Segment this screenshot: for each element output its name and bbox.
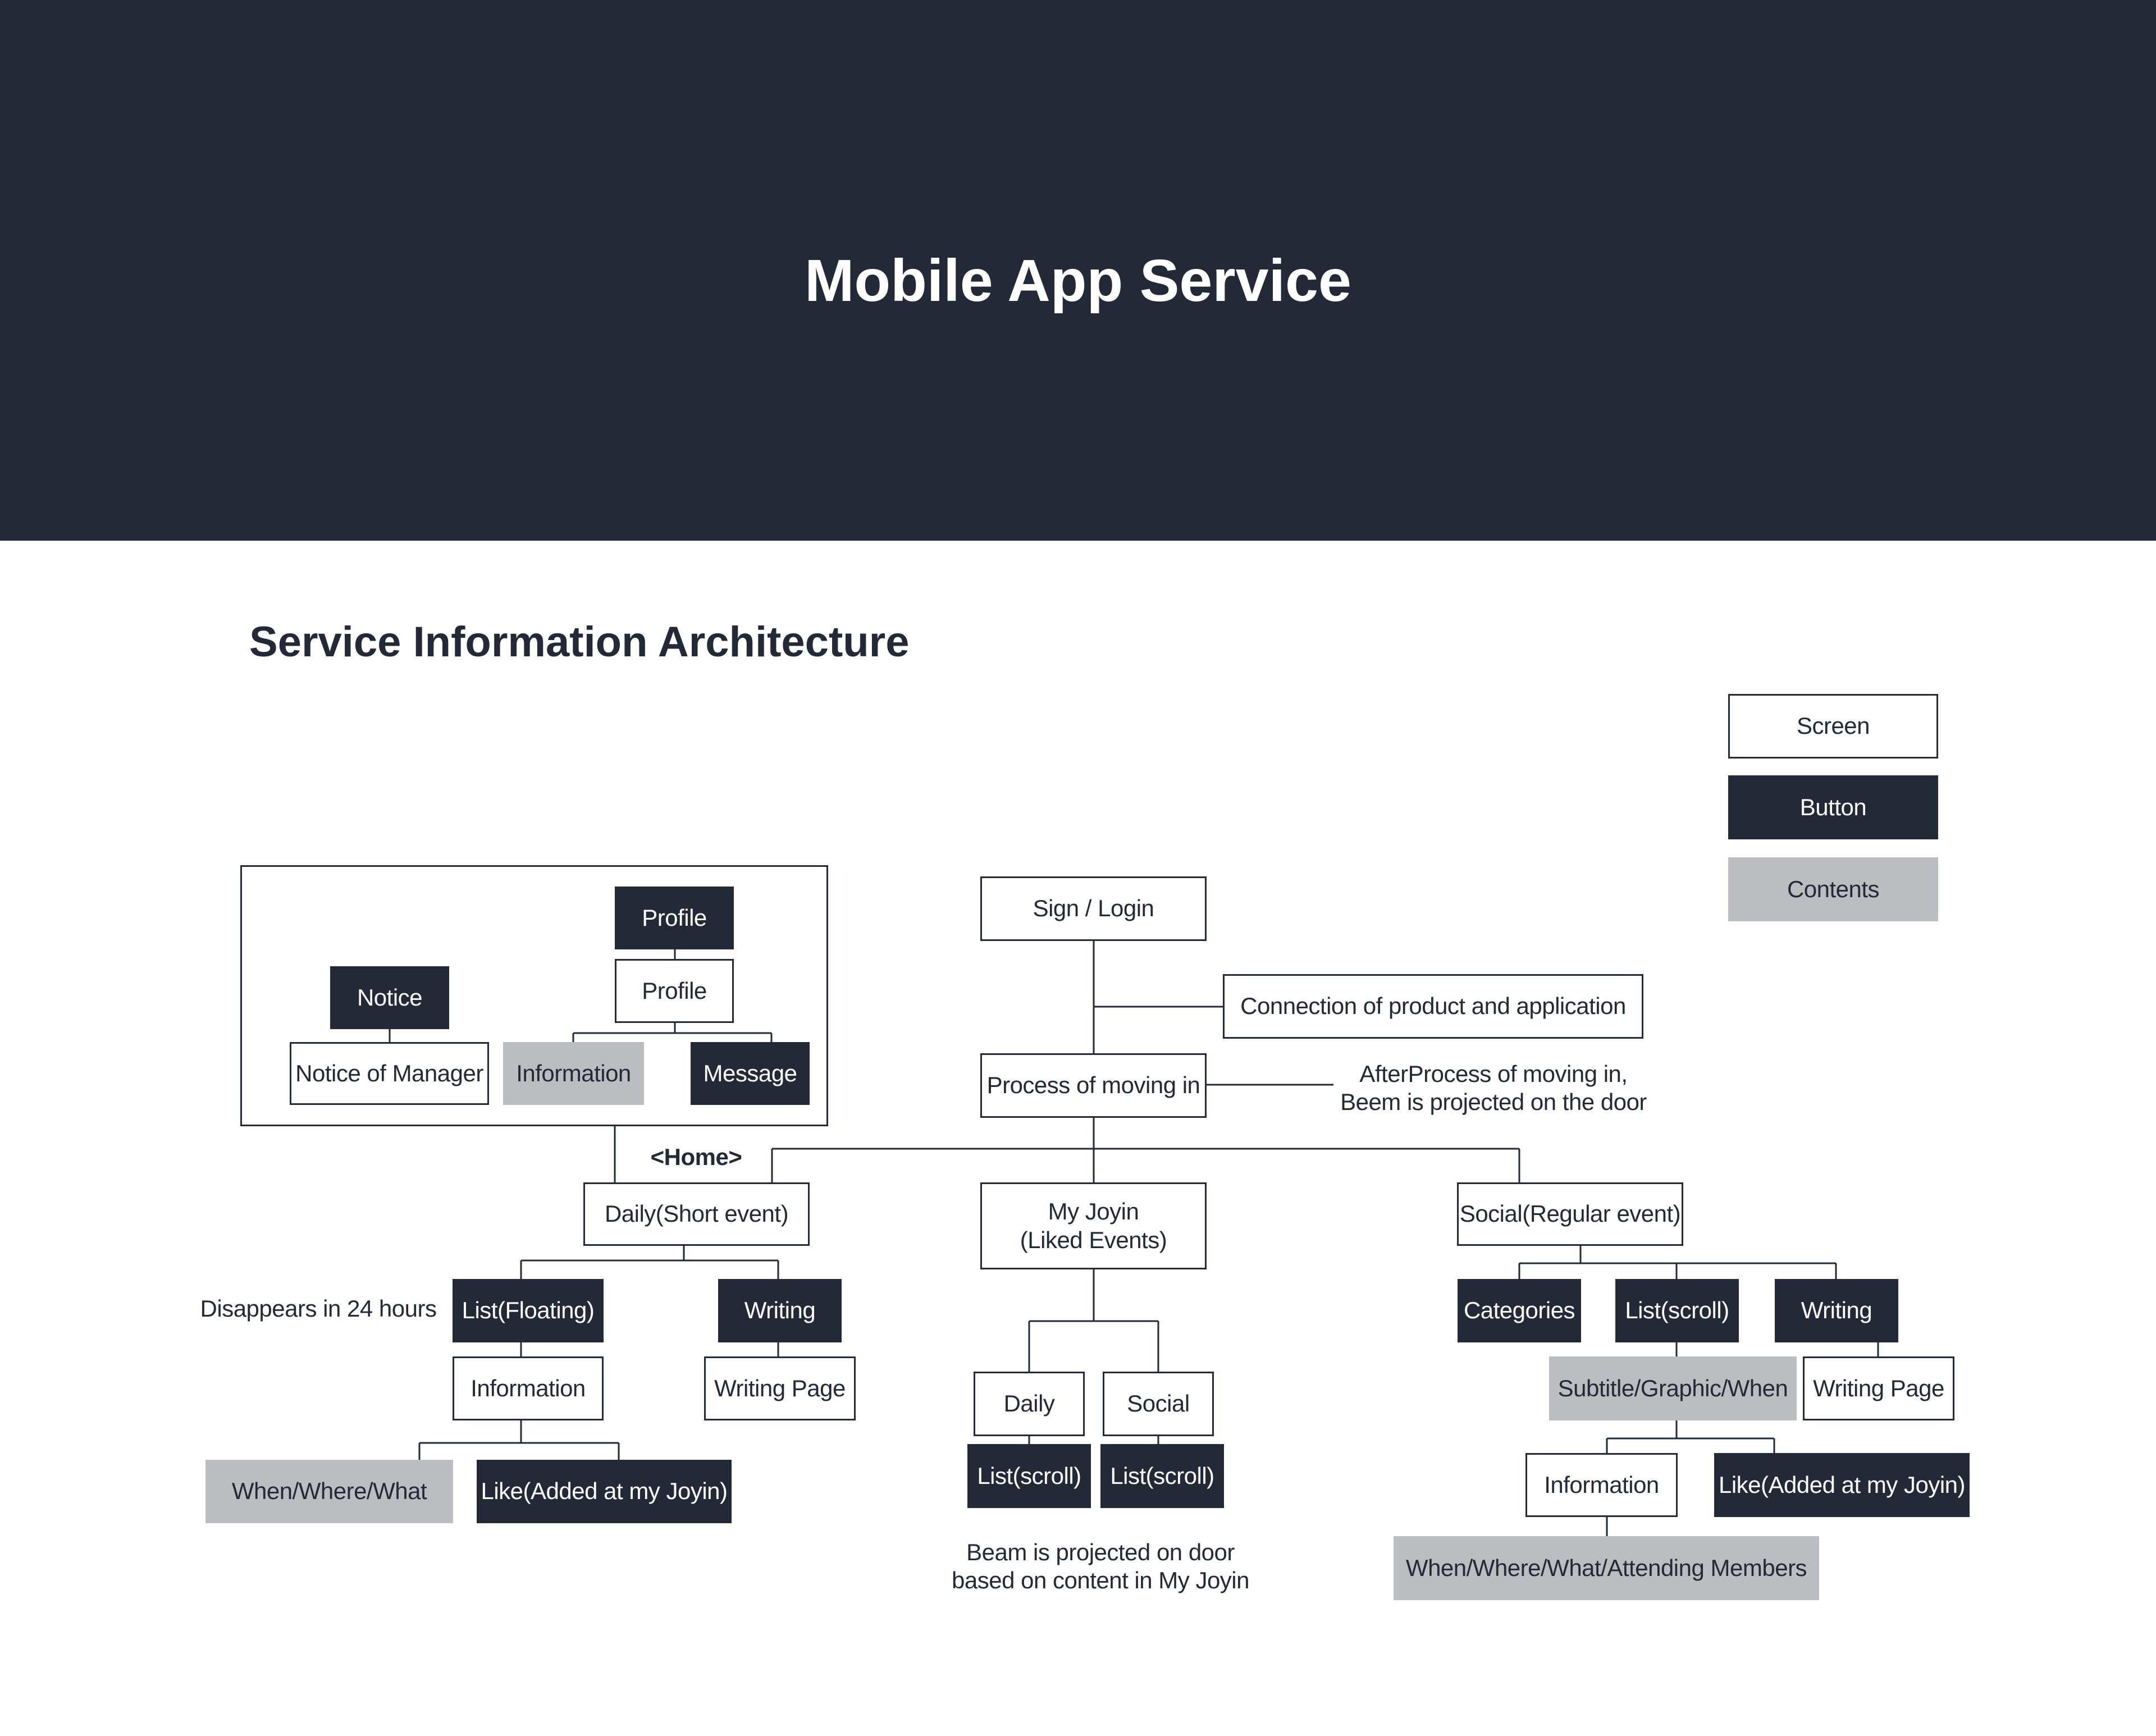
sign-login-screen: Sign / Login xyxy=(980,876,1207,941)
process-moving-in-screen: Process of moving in xyxy=(980,1053,1207,1118)
joyin-social-screen: Social xyxy=(1103,1372,1214,1436)
daily-when-where-what-contents: When/Where/What xyxy=(205,1460,453,1523)
daily-list-floating-button[interactable]: List(Floating) xyxy=(453,1279,604,1342)
message-button[interactable]: Message xyxy=(691,1042,810,1105)
header-banner: Mobile App Service xyxy=(0,0,2156,541)
notice-of-manager-screen: Notice of Manager xyxy=(290,1042,489,1105)
beam-projected-note: Beam is projected on door based on conte… xyxy=(952,1539,1250,1594)
profile-information-contents: Information xyxy=(503,1042,644,1105)
social-writing-button[interactable]: Writing xyxy=(1775,1279,1898,1342)
after-process-note: AfterProcess of moving in, Beem is proje… xyxy=(1340,1061,1647,1116)
daily-writing-page-screen: Writing Page xyxy=(704,1356,856,1420)
social-like-button[interactable]: Like(Added at my Joyin) xyxy=(1714,1453,1970,1517)
daily-like-button[interactable]: Like(Added at my Joyin) xyxy=(477,1460,732,1523)
daily-information-screen: Information xyxy=(453,1356,604,1420)
legend-contents: Contents xyxy=(1728,857,1938,921)
profile-screen: Profile xyxy=(615,959,734,1023)
daily-short-event-screen: Daily(Short event) xyxy=(583,1182,810,1246)
social-list-scroll-button[interactable]: List(scroll) xyxy=(1615,1279,1739,1342)
profile-button[interactable]: Profile xyxy=(615,887,734,949)
notice-button[interactable]: Notice xyxy=(330,966,449,1029)
social-subtitle-contents: Subtitle/Graphic/When xyxy=(1549,1356,1797,1420)
social-information-screen: Information xyxy=(1525,1453,1678,1517)
joyin-social-list-button[interactable]: List(scroll) xyxy=(1100,1444,1224,1508)
social-categories-button[interactable]: Categories xyxy=(1458,1279,1581,1342)
home-label: <Home> xyxy=(650,1144,742,1170)
joyin-daily-list-button[interactable]: List(scroll) xyxy=(967,1444,1091,1508)
social-attending-contents: When/Where/What/Attending Members xyxy=(1394,1536,1819,1600)
social-writing-page-screen: Writing Page xyxy=(1803,1356,1954,1420)
legend-screen: Screen xyxy=(1728,694,1938,759)
connection-screen: Connection of product and application xyxy=(1223,974,1643,1039)
daily-writing-button[interactable]: Writing xyxy=(718,1279,842,1342)
page-title: Mobile App Service xyxy=(805,248,1351,314)
joyin-daily-screen: Daily xyxy=(974,1372,1085,1436)
social-regular-event-screen: Social(Regular event) xyxy=(1457,1182,1683,1246)
profile-notice-group xyxy=(240,865,828,1126)
disappears-note: Disappears in 24 hours xyxy=(200,1295,437,1322)
legend-button: Button xyxy=(1728,775,1938,839)
my-joyin-screen: My Joyin (Liked Events) xyxy=(980,1182,1207,1269)
section-title: Service Information Architecture xyxy=(249,618,910,666)
